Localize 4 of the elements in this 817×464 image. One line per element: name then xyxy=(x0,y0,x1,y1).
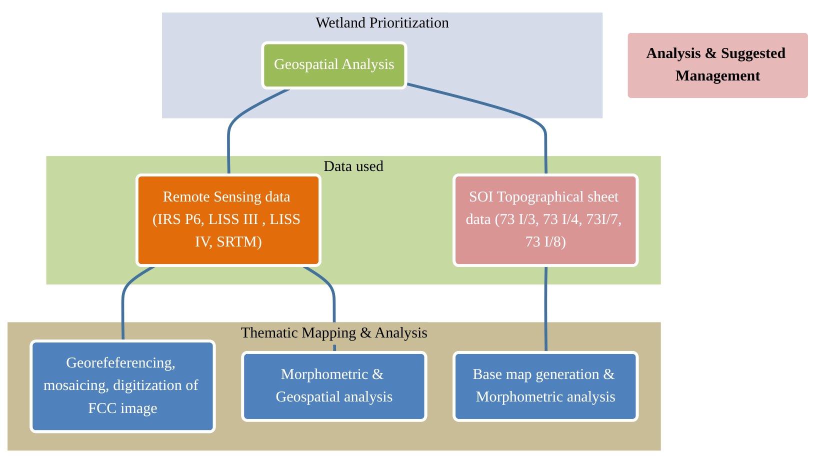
connector xyxy=(121,265,156,342)
connector xyxy=(227,88,290,176)
connector xyxy=(544,266,548,354)
connector xyxy=(406,82,548,176)
